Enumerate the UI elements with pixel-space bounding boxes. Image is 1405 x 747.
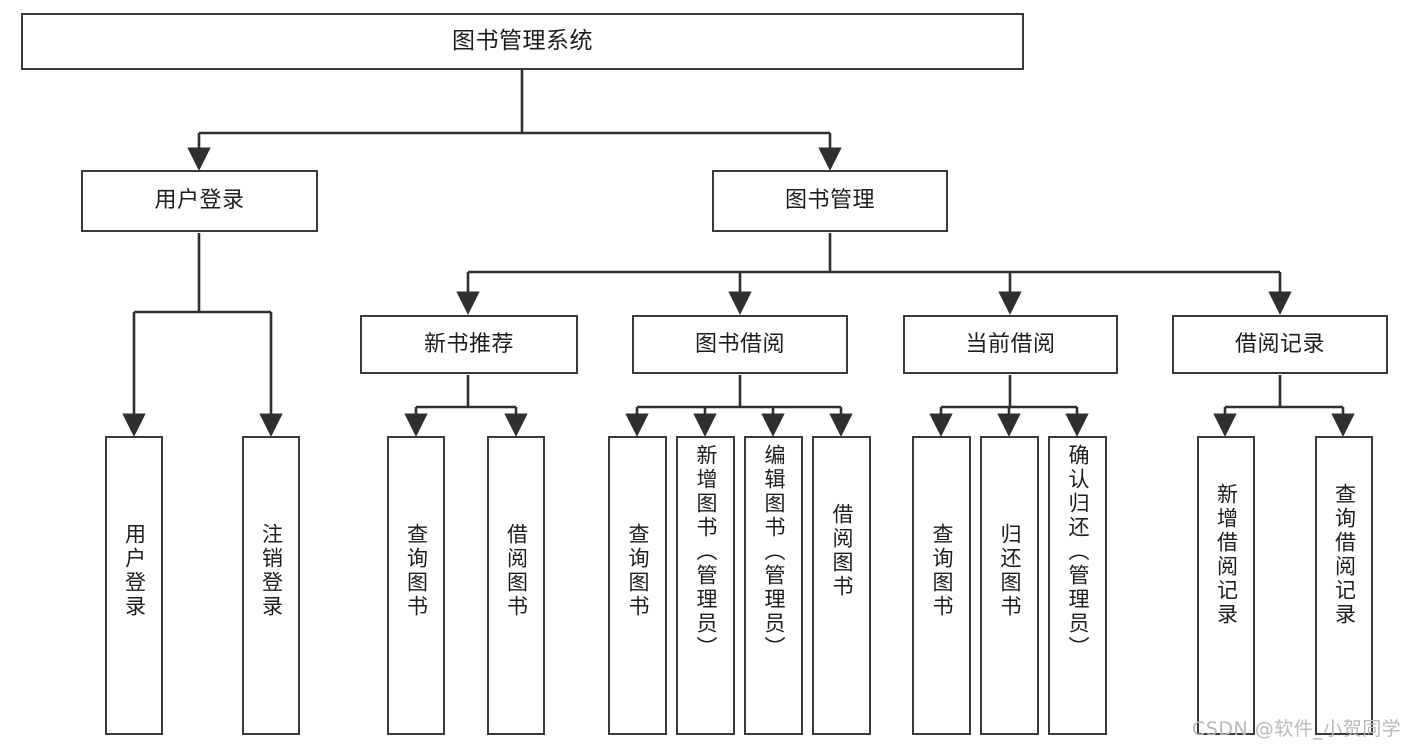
node-leaf-query-book-2[interactable]: 查询图书 bbox=[608, 436, 667, 735]
node-leaf-query-book-2-label: 查询图书 bbox=[626, 523, 650, 619]
node-leaf-add-book-label: 新增图书（管理员） bbox=[694, 444, 718, 660]
node-leaf-edit-book[interactable]: 编辑图书（管理员） bbox=[744, 436, 803, 735]
node-leaf-return-book-label: 归还图书 bbox=[998, 523, 1022, 619]
node-current-borrow-label: 当前借阅 bbox=[965, 331, 1056, 357]
node-leaf-borrow-book-2-label: 借阅图书 bbox=[830, 503, 854, 599]
node-leaf-query-record-label: 查询借阅记录 bbox=[1332, 483, 1357, 627]
node-user-login-label: 用户登录 bbox=[154, 188, 245, 214]
node-borrow-record-label: 借阅记录 bbox=[1234, 331, 1325, 357]
node-leaf-add-book[interactable]: 新增图书（管理员） bbox=[676, 436, 735, 735]
node-leaf-query-book-1[interactable]: 查询图书 bbox=[387, 436, 445, 735]
node-borrow-record[interactable]: 借阅记录 bbox=[1172, 315, 1388, 374]
node-leaf-logout-login[interactable]: 注销登录 bbox=[242, 436, 300, 735]
node-leaf-add-record[interactable]: 新增借阅记录 bbox=[1197, 436, 1255, 735]
node-leaf-borrow-book-2[interactable]: 借阅图书 bbox=[812, 436, 871, 735]
node-book-manage[interactable]: 图书管理 bbox=[712, 170, 948, 232]
node-leaf-user-login[interactable]: 用户登录 bbox=[105, 436, 163, 735]
node-root-label: 图书管理系统 bbox=[452, 28, 593, 55]
node-leaf-logout-login-label: 注销登录 bbox=[259, 523, 284, 619]
node-leaf-borrow-book-1[interactable]: 借阅图书 bbox=[487, 436, 545, 735]
csdn-watermark: CSDN @软件_小贺同学 bbox=[1192, 718, 1402, 740]
node-leaf-borrow-book-1-label: 借阅图书 bbox=[504, 523, 529, 619]
node-leaf-edit-book-label: 编辑图书（管理员） bbox=[762, 444, 786, 660]
node-book-manage-label: 图书管理 bbox=[784, 188, 875, 214]
node-leaf-query-book-1-label: 查询图书 bbox=[404, 523, 429, 619]
node-leaf-add-record-label: 新增借阅记录 bbox=[1214, 483, 1239, 627]
node-book-borrow[interactable]: 图书借阅 bbox=[632, 315, 848, 374]
node-user-login[interactable]: 用户登录 bbox=[81, 170, 318, 232]
node-leaf-query-book-3[interactable]: 查询图书 bbox=[912, 436, 971, 735]
node-current-borrow[interactable]: 当前借阅 bbox=[903, 315, 1118, 374]
node-leaf-query-book-3-label: 查询图书 bbox=[930, 523, 954, 619]
node-root[interactable]: 图书管理系统 bbox=[21, 13, 1024, 70]
node-leaf-user-login-label: 用户登录 bbox=[122, 523, 147, 619]
node-leaf-confirm-return-label: 确认归还（管理员） bbox=[1066, 444, 1090, 660]
node-book-borrow-label: 图书借阅 bbox=[694, 331, 785, 357]
node-new-book-recommend-label: 新书推荐 bbox=[423, 331, 514, 357]
node-new-book-recommend[interactable]: 新书推荐 bbox=[360, 315, 578, 374]
node-leaf-return-book[interactable]: 归还图书 bbox=[980, 436, 1039, 735]
node-leaf-query-record[interactable]: 查询借阅记录 bbox=[1315, 436, 1373, 735]
node-leaf-confirm-return[interactable]: 确认归还（管理员） bbox=[1048, 436, 1107, 735]
